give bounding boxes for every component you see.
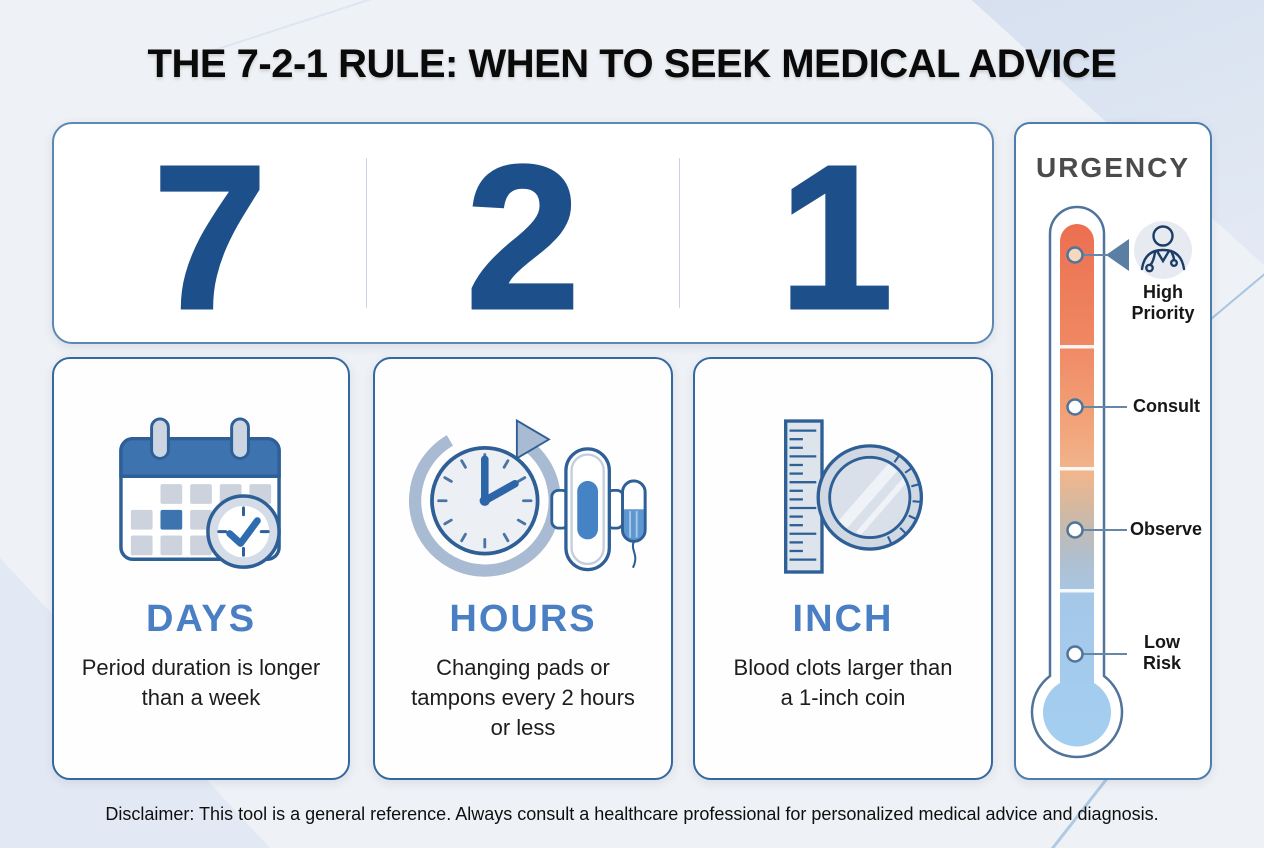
card-hours-heading: HOURS [449, 598, 597, 640]
number-1: 1 [777, 122, 894, 352]
urgency-label-high-priority: High Priority [1131, 282, 1195, 324]
urgency-label-consult: Consult [1133, 396, 1200, 416]
card-hours-description: Changing pads or tampons every 2 hours o… [411, 655, 635, 740]
card-inch-icon-wrap [736, 409, 951, 584]
urgency-heading: URGENCY [1035, 152, 1190, 183]
card-days-icon-wrap [107, 409, 295, 584]
urgency-thermometer [1030, 205, 1192, 759]
clock-pad-tampon-icon [409, 418, 647, 577]
card-inch-description: Blood clots larger than a 1-inch coin [733, 655, 953, 710]
marker-low-risk [1066, 645, 1084, 663]
vertical-divider [679, 158, 680, 308]
number-cell-days: 7 [54, 124, 366, 342]
urgency-panel: URGENCY [1014, 122, 1212, 780]
disclaimer-text: Disclaimer: This tool is a general refer… [105, 804, 1159, 824]
card-days: DAYS Period duration is longer than a we… [52, 357, 350, 780]
urgency-label-observe: Observe [1130, 519, 1203, 539]
doctor-icon [1134, 221, 1192, 279]
card-hours: HOURS Changing pads or tampons every 2 h… [373, 357, 673, 780]
number-2: 2 [464, 122, 581, 352]
rule-numbers-card: 7 2 1 [52, 122, 994, 344]
card-inch-heading: INCH [792, 598, 894, 640]
thermometer-fill [1043, 224, 1111, 747]
card-days-heading: DAYS [145, 598, 257, 640]
ruler-coin-icon [783, 418, 923, 574]
highlighted-day-cell [160, 509, 183, 530]
urgency-label-low-risk: Low Risk [1142, 632, 1182, 674]
marker-observe [1066, 521, 1084, 539]
number-cell-hours: 2 [367, 124, 679, 342]
card-inch: INCH Blood clots larger than a 1-inch co… [693, 357, 993, 780]
marker-high-priority [1066, 246, 1084, 264]
high-priority-arrow [1106, 239, 1129, 271]
number-7: 7 [151, 122, 268, 352]
calendar-clock-icon [119, 416, 281, 569]
number-cell-inch: 1 [680, 124, 992, 342]
card-days-description: Period duration is longer than a week [81, 655, 321, 710]
card-hours-icon-wrap [398, 409, 648, 584]
vertical-divider [366, 158, 367, 308]
page-title: THE 7-2-1 RULE: WHEN TO SEEK MEDICAL ADV… [147, 42, 1117, 86]
marker-consult [1066, 398, 1084, 416]
